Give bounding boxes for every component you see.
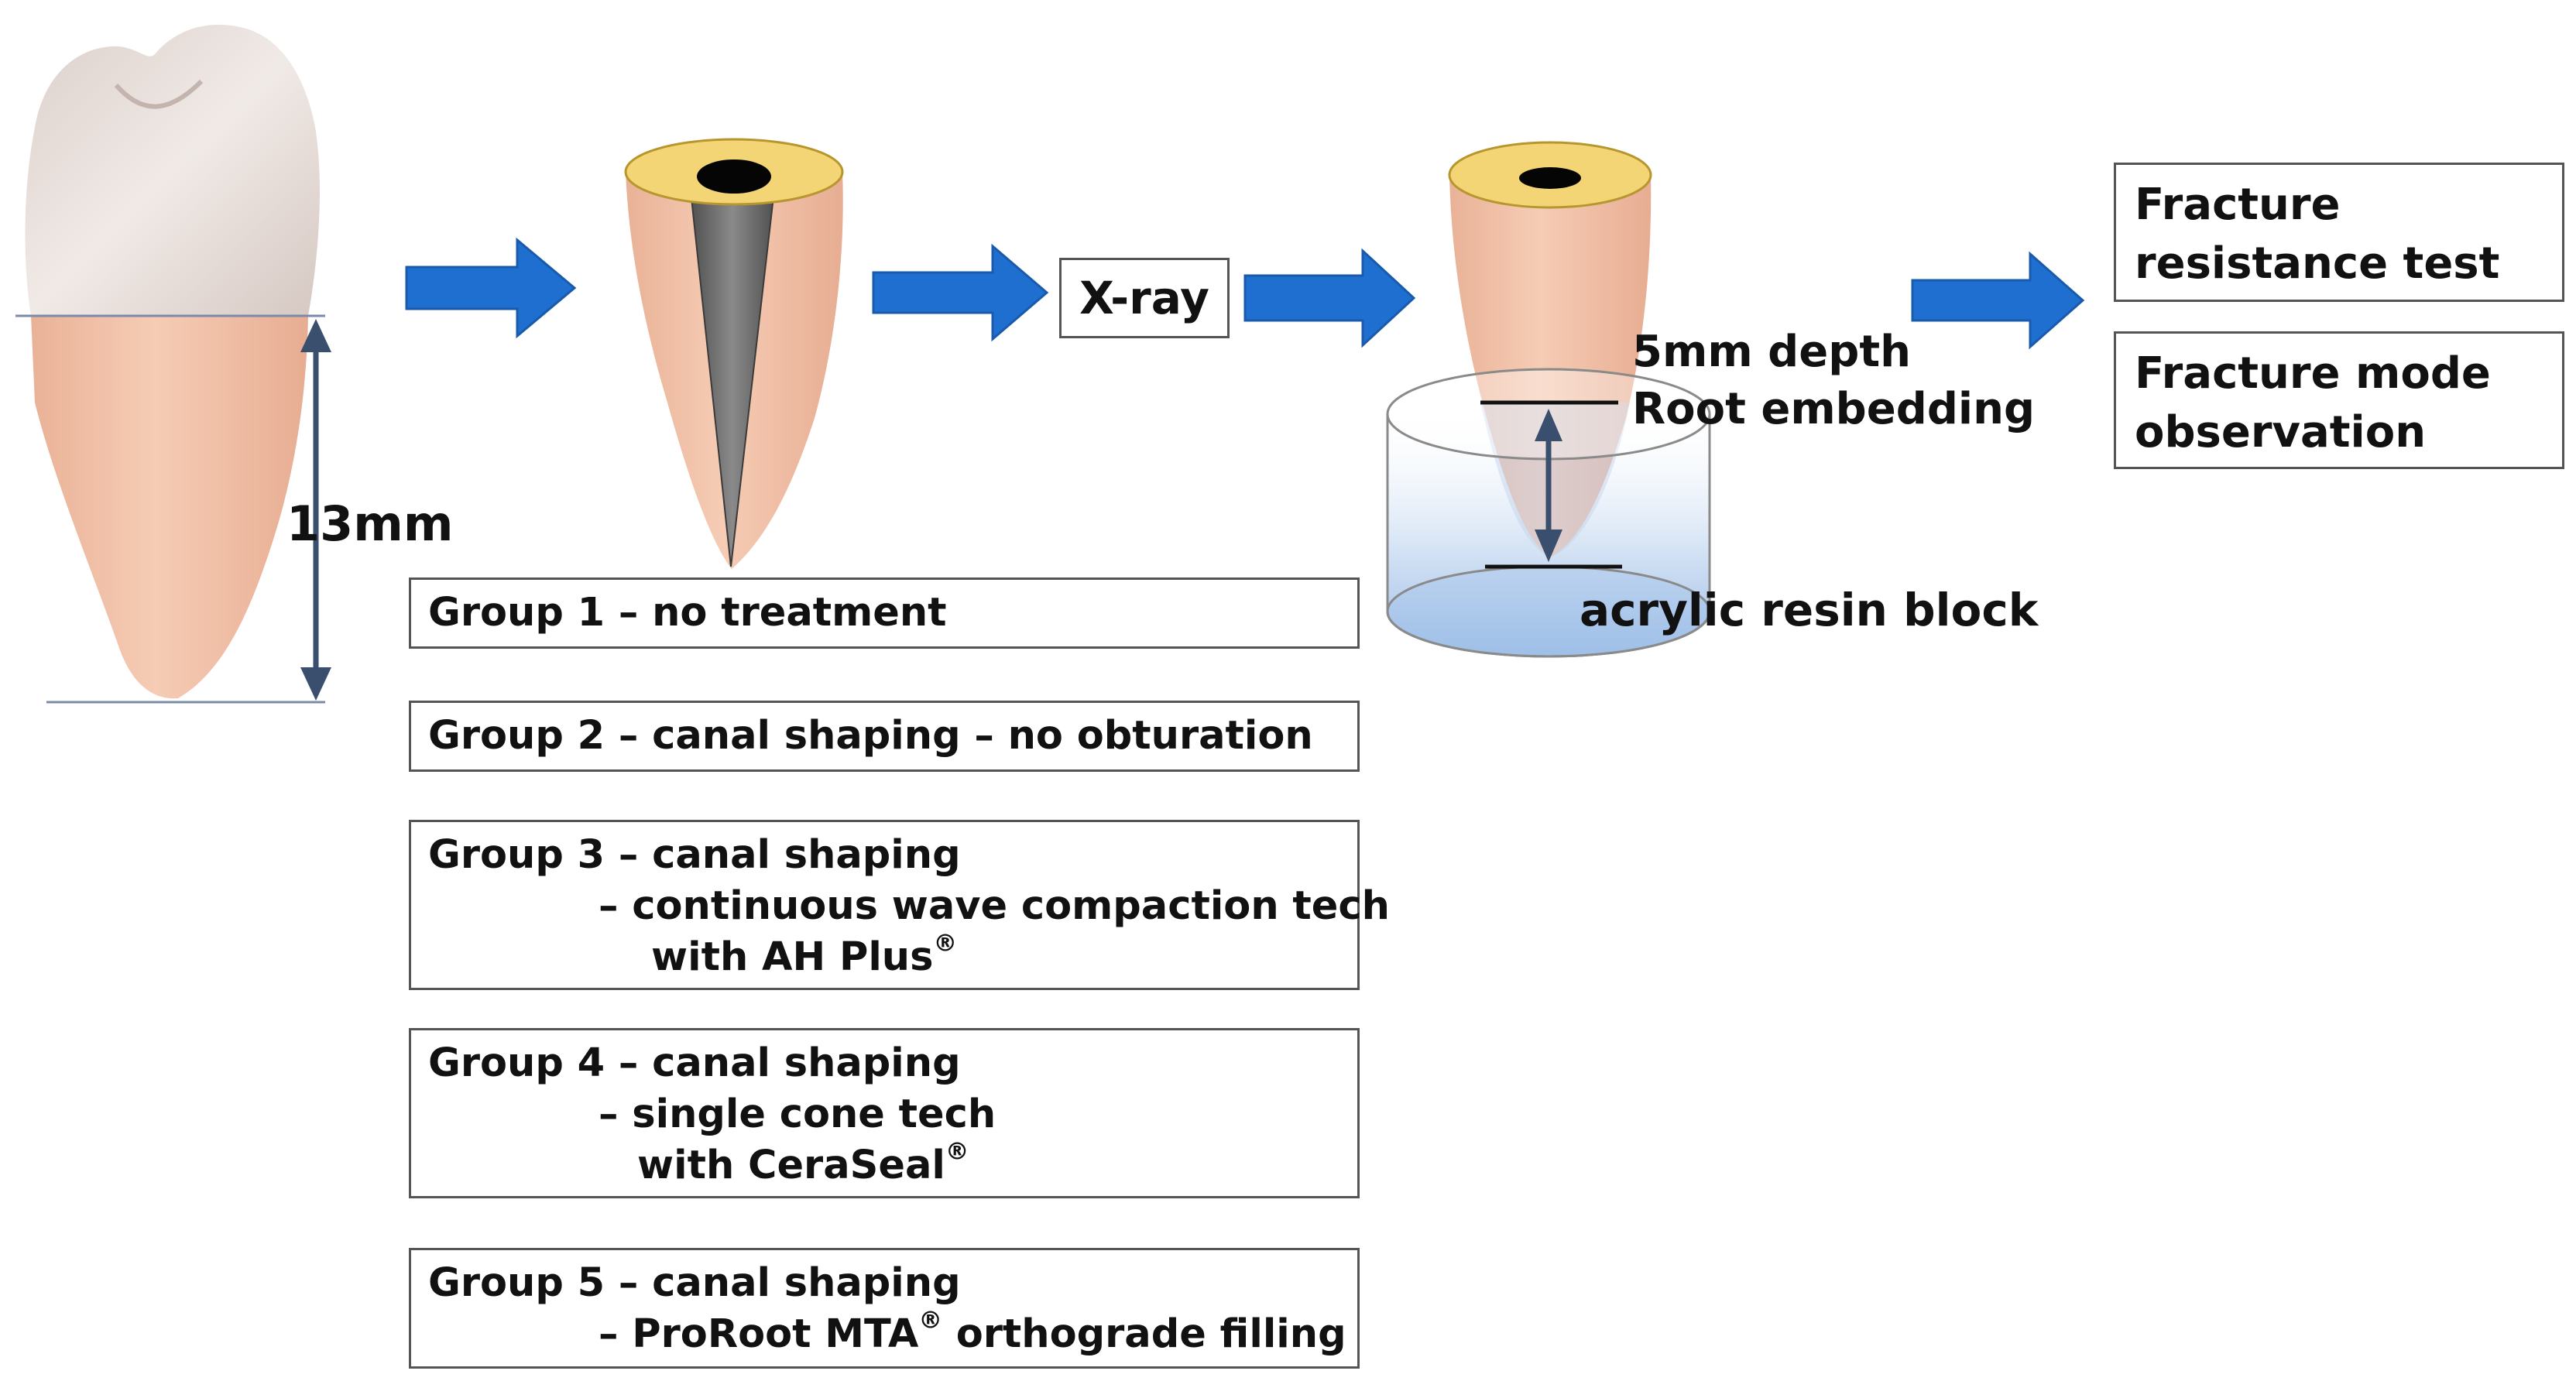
outcome-2-line-2: observation [2135,407,2427,458]
group-1-box: Group 1 – no treatment [409,577,1360,649]
crown-groove [114,79,204,109]
outcome-1-line-1: Fracture [2135,180,2341,230]
flow-arrow-2-icon [872,243,1049,342]
root-submerged-tint [1480,403,1630,557]
group-3-box: Group 3 – canal shaping – continuous wav… [409,820,1390,990]
embedding-label: 5mm depth Root embedding [1632,324,2035,438]
length-double-arrow [300,319,331,701]
flow-arrow-3-icon [1243,248,1416,348]
prepared-root-icon [624,138,844,569]
root-embedding-text: Root embedding [1632,384,2036,434]
root-length-label: 13mm [286,495,454,552]
group-3-line-3: with AH Plus® [428,932,1357,983]
flow-arrow-4-icon [1911,251,2085,350]
group-3-line-1: Group 3 – canal shaping [428,832,961,878]
embedded-canal-opening [1519,167,1581,189]
group-4-line-2: – single cone tech [599,1092,996,1137]
depth-double-arrow [1535,409,1562,562]
group-5-line-2: – ProRoot MTA® orthograde filling [428,1309,1357,1360]
xray-box: X-ray [1059,258,1230,338]
outcome-2-line-1: Fracture mode [2135,348,2491,399]
group-4-line-3: with CeraSeal® [428,1140,1357,1191]
extracted-tooth-icon [15,24,331,704]
embed-depth-text: 5mm depth [1632,327,1911,377]
tooth-root [31,316,308,699]
group-3-line-2: – continuous wave compaction tech [599,883,1390,929]
tooth-crown [25,24,320,316]
group-5-material-text: – ProRoot MTA [599,1311,919,1357]
group-5-registered-mark: ® [918,1307,942,1335]
group-4-sealer-text: with CeraSeal [637,1143,945,1188]
fracture-mode-box: Fracture mode observation [2114,331,2564,469]
embedded-root-body [1449,174,1652,557]
group-1-line-1: Group 1 – no treatment [428,590,947,636]
group-4-box: Group 4 – canal shaping – single cone te… [409,1028,1360,1198]
group-4-registered-mark: ® [945,1138,969,1166]
group-5-line-1: Group 5 – canal shaping [428,1260,961,1306]
canal-opening [697,159,771,194]
group-2-line-1: Group 2 – canal shaping – no obturation [428,713,1313,759]
group-3-sealer-text: with AH Plus [651,934,934,980]
outcome-1-line-2: resistance test [2135,238,2500,289]
resin-block-label: acrylic resin block [1580,584,2039,636]
group-5-box: Group 5 – canal shaping – ProRoot MTA® o… [409,1248,1360,1369]
group-4-line-1: Group 4 – canal shaping [428,1040,961,1086]
group-2-box: Group 2 – canal shaping – no obturation [409,701,1360,772]
group-3-registered-mark: ® [933,930,958,958]
fracture-resistance-box: Fracture resistance test [2114,163,2564,302]
group-5-filling-text: orthograde filling [942,1311,1346,1357]
flow-arrow-1-icon [405,237,577,339]
embedded-root-icon [1386,141,1711,658]
xray-label: X-ray [1079,272,1209,324]
